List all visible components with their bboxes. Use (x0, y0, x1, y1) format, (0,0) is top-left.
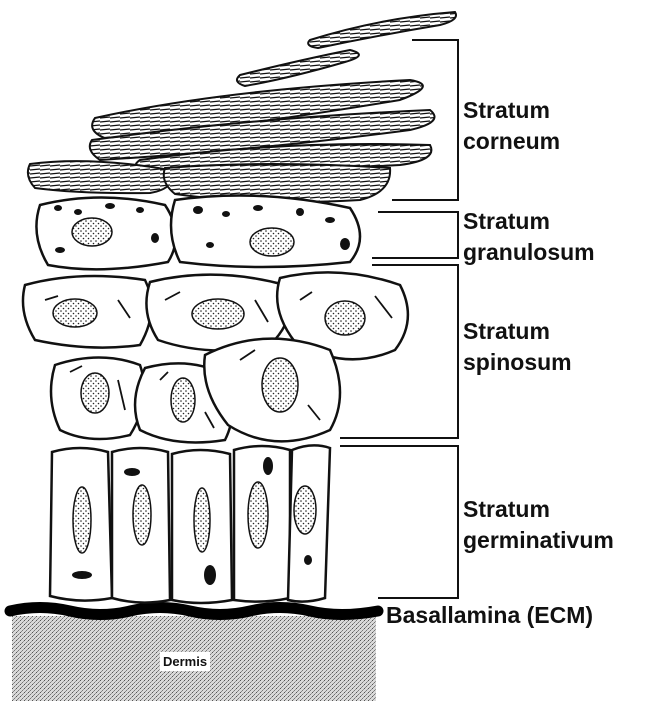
label-line: Stratum (463, 95, 560, 126)
label-line: spinosum (463, 347, 572, 378)
label-stratum-germinativum: Stratum germinativum (463, 494, 614, 556)
label-line: Stratum (463, 494, 614, 525)
label-dermis: Dermis (160, 652, 210, 671)
label-stratum-granulosum: Stratum granulosum (463, 206, 595, 268)
basal-lamina (10, 608, 378, 615)
spinosum-cells (23, 272, 408, 442)
label-stratum-spinosum: Stratum spinosum (463, 316, 572, 378)
label-line: germinativum (463, 525, 614, 556)
germinativum-cells (50, 445, 330, 603)
label-line: Stratum (463, 316, 572, 347)
label-stratum-corneum: Stratum corneum (463, 95, 560, 157)
label-line: granulosum (463, 237, 595, 268)
label-line: corneum (463, 126, 560, 157)
label-basal-lamina: Basallamina (ECM) (386, 600, 593, 631)
label-line: Stratum (463, 206, 595, 237)
corneum-cells (28, 12, 456, 202)
